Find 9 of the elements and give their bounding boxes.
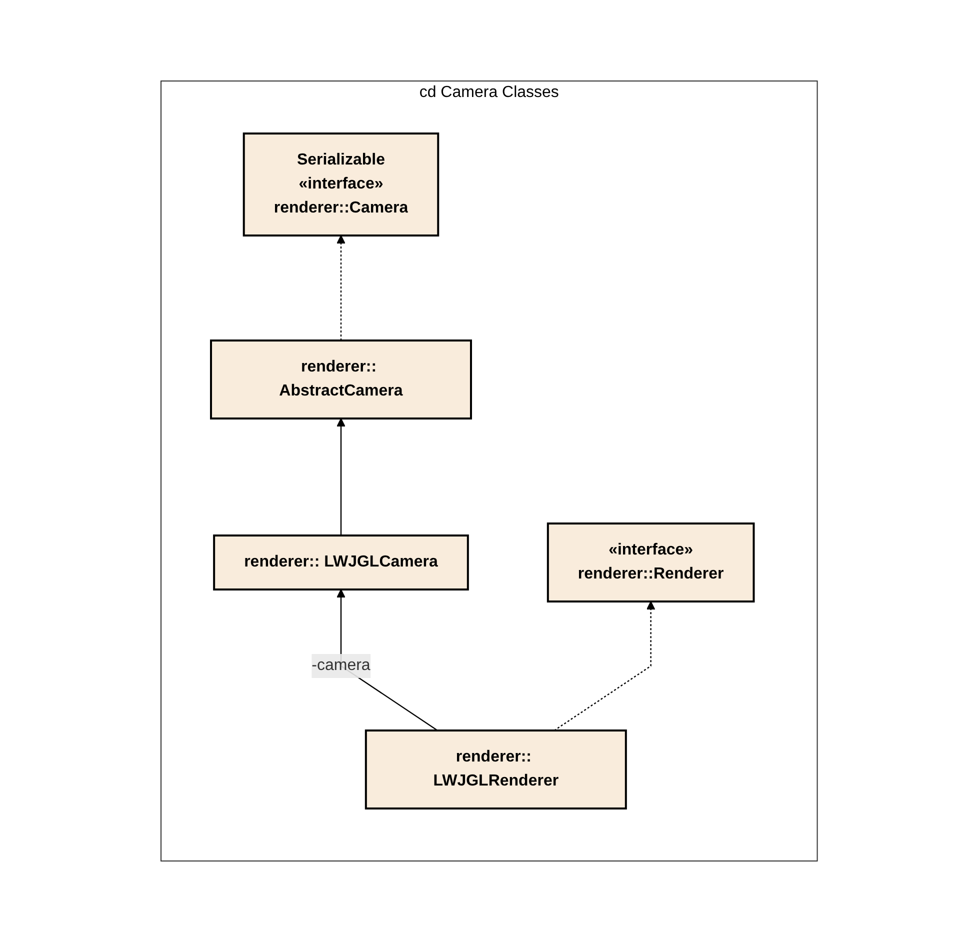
arrow (336, 418, 346, 535)
node-box: Serializable «interface» renderer::Camera (243, 132, 440, 236)
node-box: renderer:: AbstractCamera (210, 339, 472, 419)
arrow (554, 600, 656, 730)
node-box: «interface» renderer::Renderer (547, 522, 756, 602)
node-box: renderer:: LWJGLRenderer (365, 728, 628, 809)
node-box: renderer:: LWJGLCamera (213, 534, 470, 590)
edge-label: -camera (312, 656, 371, 674)
arrow (336, 234, 346, 340)
